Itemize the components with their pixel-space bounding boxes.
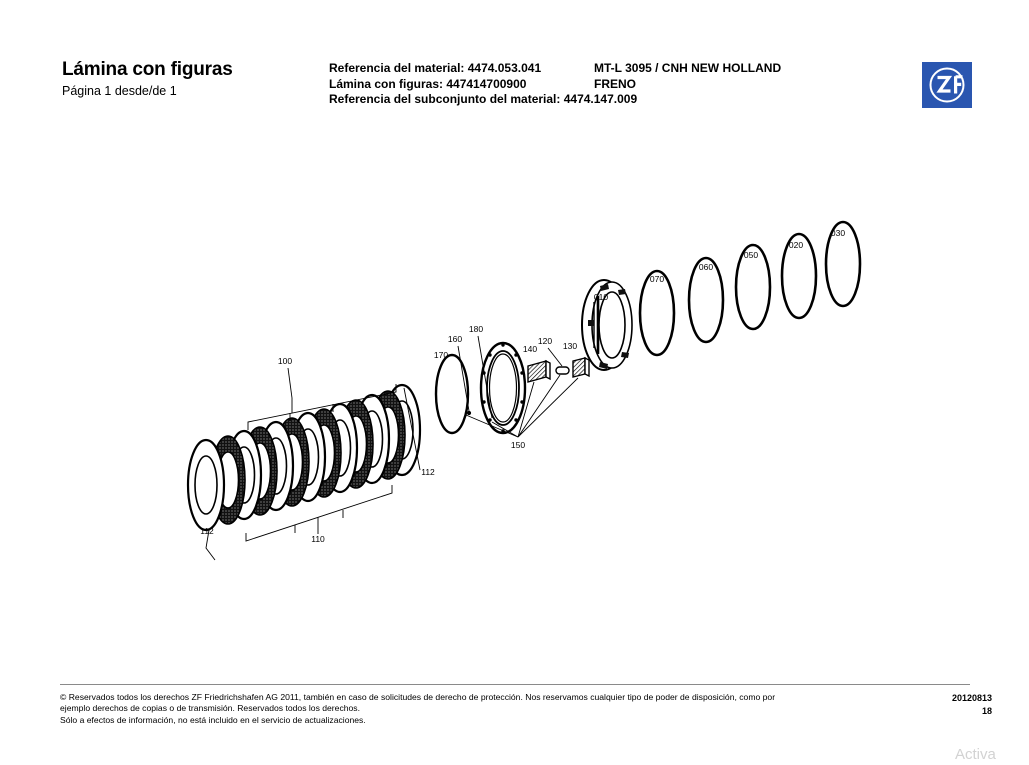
part-140-block xyxy=(527,359,551,383)
callout-label-050: 050 xyxy=(744,250,758,260)
page-title: Lámina con figuras xyxy=(62,59,233,80)
callout-label-150: 150 xyxy=(511,440,525,450)
clutch-pack-group xyxy=(186,383,422,532)
part-060-oring xyxy=(687,256,725,344)
callout-label-010: 010 xyxy=(594,292,608,302)
title-block: Lámina con figuras Página 1 desde/de 1 xyxy=(62,59,233,98)
callout-leader-112-left xyxy=(205,529,216,561)
callout-label-070: 070 xyxy=(650,274,664,284)
callout-label-170: 170 xyxy=(434,350,448,360)
part-010-piston-housing xyxy=(581,279,633,371)
callout-label-020: 020 xyxy=(789,240,803,250)
footer-meta: 20120813 18 xyxy=(930,692,992,718)
part-120-pin xyxy=(555,366,570,375)
callout-label-180: 180 xyxy=(469,324,483,334)
footer-divider xyxy=(60,684,970,685)
part-130-block xyxy=(572,356,590,378)
part-020-oring xyxy=(780,232,818,320)
part-160-pin xyxy=(466,410,472,416)
callout-label-030: 030 xyxy=(831,228,845,238)
exploded-parts-diagram: 100 110 112 112 17 xyxy=(0,130,1029,675)
copyright-line-3: Sólo a efectos de información, no está i… xyxy=(60,714,366,725)
callout-label-060: 060 xyxy=(699,262,713,272)
part-070-oring xyxy=(638,269,676,357)
copyright-line-2: ejemplo derechos de copias o de transmis… xyxy=(60,703,360,714)
callout-label-100: 100 xyxy=(278,356,292,366)
callout-bracket-110 xyxy=(245,485,393,542)
assembly-name: FRENO xyxy=(594,76,636,91)
callout-leader-150 xyxy=(465,374,579,438)
reference-block: Referencia del material: 4474.053.041 Lá… xyxy=(329,61,637,108)
callout-label-130: 130 xyxy=(563,341,577,351)
part-030-oring xyxy=(824,220,862,308)
activation-watermark: Activa xyxy=(955,746,996,763)
figure-sheet-reference: Lámina con figuras: 447414700900 xyxy=(329,76,527,91)
document-date: 20120813 xyxy=(951,693,992,703)
copyright-line-1: © Reservados todos los derechos ZF Fried… xyxy=(60,692,776,702)
page-header: Lámina con figuras Página 1 desde/de 1 R… xyxy=(0,0,1029,130)
part-050-oring xyxy=(734,243,772,331)
material-reference: Referencia del material: 4474.053.041 xyxy=(329,61,542,75)
callout-label-112-left: 112 xyxy=(200,526,214,536)
callout-leader-112-right xyxy=(403,387,421,471)
callout-label-112-right: 112 xyxy=(421,467,435,477)
zf-logo xyxy=(922,62,972,108)
model-name: MT-L 3095 / CNH NEW HOLLAND xyxy=(594,61,782,75)
page-number: 18 xyxy=(981,706,992,716)
callout-bracket-100 xyxy=(247,384,397,430)
model-block: MT-L 3095 / CNH NEW HOLLAND FRENO xyxy=(594,61,781,92)
part-180-cover-plate xyxy=(479,341,527,435)
callout-label-120: 120 xyxy=(538,336,552,346)
footer-copyright: © Reservados todos los derechos ZF Fried… xyxy=(60,692,930,726)
callout-label-160: 160 xyxy=(448,334,462,344)
page-subtitle: Página 1 desde/de 1 xyxy=(62,83,177,98)
callout-label-140: 140 xyxy=(523,344,537,354)
part-170-oring xyxy=(434,353,470,435)
callout-label-110: 110 xyxy=(311,534,325,544)
subassembly-reference: Referencia del subconjunto del material:… xyxy=(329,92,638,106)
